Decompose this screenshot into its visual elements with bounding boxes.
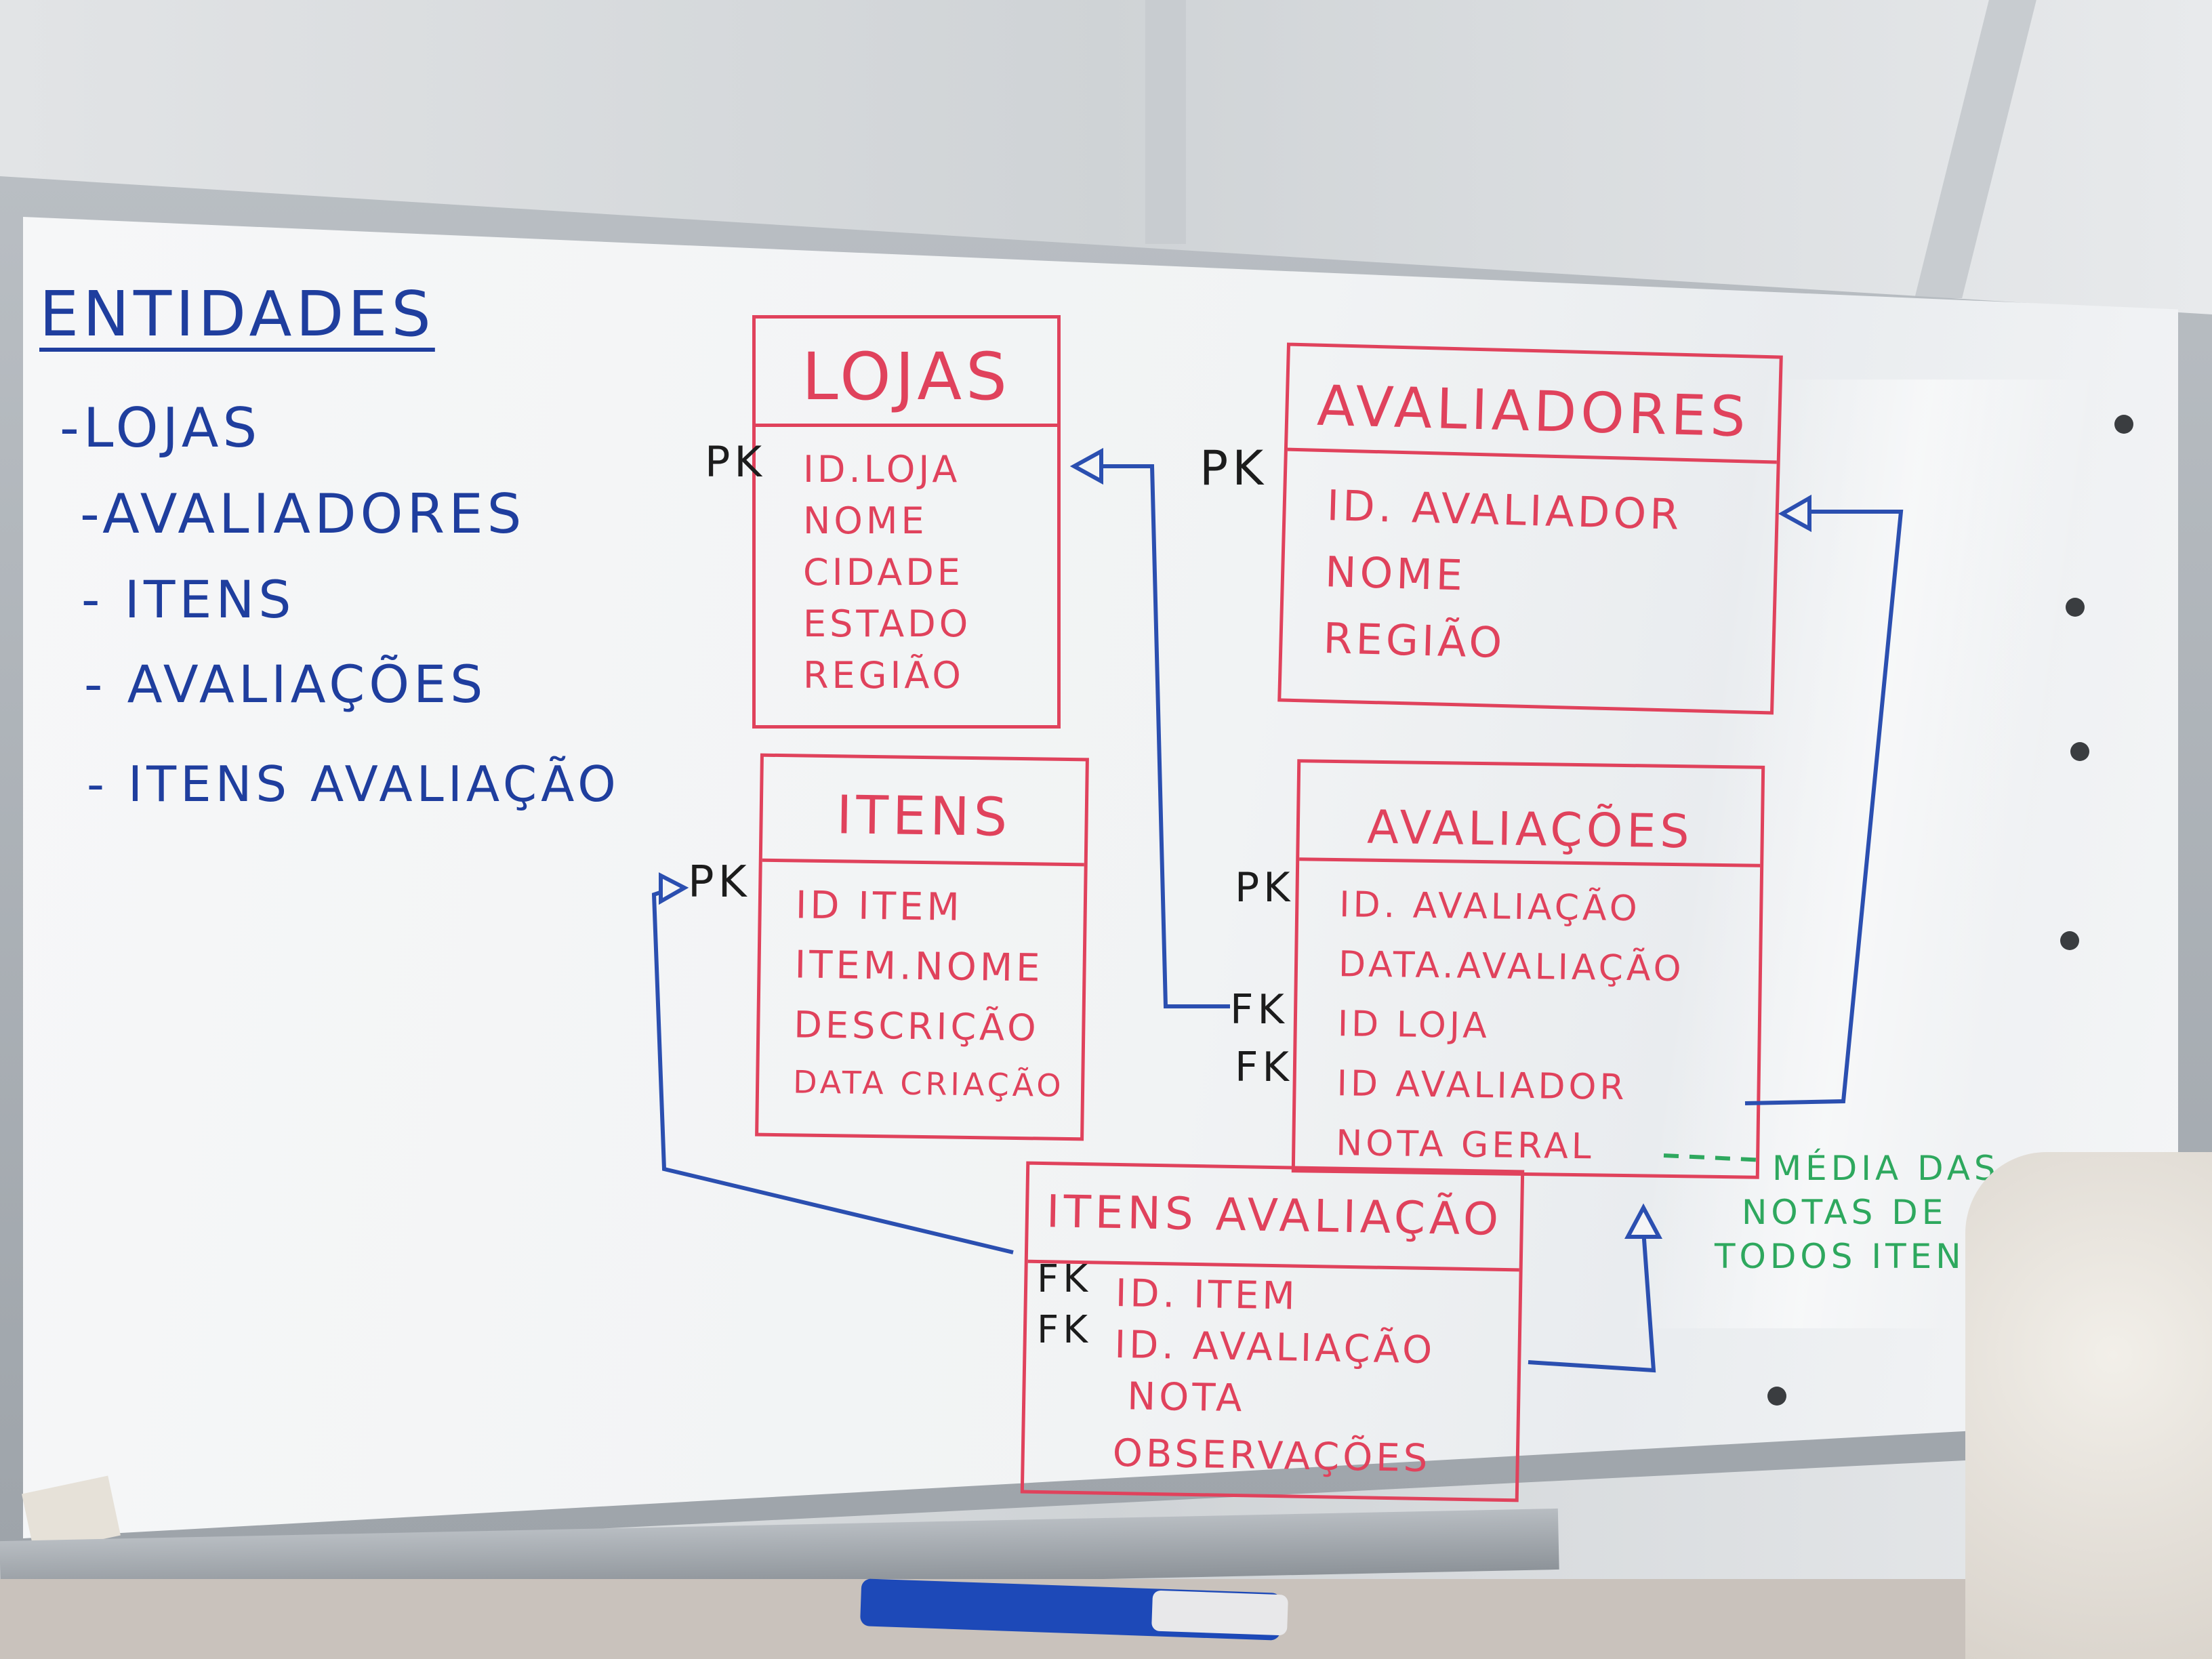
attribute-nome: NOME (1324, 547, 1467, 600)
attribute-item-nome: ITEM.NOME (794, 943, 1044, 991)
key-mark-pk: PK (1235, 864, 1294, 912)
entity-title-itens: ITENS (836, 785, 1012, 848)
attribute-id-avaliacao: ID. AVALIAÇÃO (1338, 884, 1641, 930)
pin-icon (2066, 598, 2085, 617)
attribute-descricao: DESCRIÇÃO (793, 1003, 1040, 1050)
title-divider (762, 858, 1084, 867)
attribute-list: ID. AVALIADOR NOME REGIÃO (1322, 472, 1683, 681)
attribute-nome: NOME (803, 499, 928, 542)
title-divider (756, 424, 1057, 427)
key-mark-pk: PK (705, 437, 766, 487)
pin-icon (2060, 931, 2079, 950)
attribute-data-criacao: DATA CRIAÇÃO (792, 1063, 1065, 1104)
entity-lojas: LOJAS ID.LOJA NOME CIDADE ESTADO REGIÃO (752, 315, 1061, 729)
attribute-data-avaliacao: DATA.AVALIAÇÃO (1338, 944, 1685, 990)
entity-title-itens-avaliacao: ITENS AVALIAÇÃO (1046, 1185, 1503, 1246)
marker-cap (1151, 1590, 1288, 1636)
legend-item-itens-avaliacao: - ITENS AVALIAÇÃO (87, 756, 620, 813)
legend-item-avaliacoes: - AVALIAÇÕES (84, 654, 487, 714)
key-mark-fk: FK (1037, 1308, 1092, 1352)
pin-icon (2070, 742, 2089, 761)
key-mark-fk: FK (1230, 986, 1288, 1033)
attribute-id-loja: ID LOJA (1337, 1004, 1491, 1047)
key-mark-pk: PK (1200, 441, 1268, 496)
legend-item-itens: - ITENS (81, 569, 295, 630)
title-divider (1299, 857, 1761, 867)
legend-title: ENTIDADES (39, 278, 435, 350)
entity-title-avaliadores: AVALIADORES (1316, 373, 1750, 450)
attribute-list: ID ITEM ITEM.NOME DESCRIÇÃO DATA CRIAÇÃO (793, 876, 1067, 1113)
legend-item-avaliadores: -AVALIADORES (80, 483, 526, 546)
attribute-nota: NOTA (1126, 1374, 1246, 1421)
attribute-id-avaliador: ID. AVALIADOR (1326, 480, 1683, 539)
entity-itens: ITENS ID ITEM ITEM.NOME DESCRIÇÃO DATA C… (755, 753, 1089, 1141)
pin-icon (2114, 415, 2133, 434)
window-post-left (1145, 0, 1186, 244)
attribute-cidade: CIDADE (803, 551, 964, 594)
attribute-observacoes: OBSERVAÇÕES (1112, 1431, 1431, 1481)
attribute-id-item: ID ITEM (795, 883, 964, 930)
entity-avaliacoes: AVALIAÇÕES ID. AVALIAÇÃO DATA.AVALIAÇÃO … (1291, 759, 1765, 1179)
attribute-id-avaliacao: ID. AVALIAÇÃO (1114, 1322, 1436, 1373)
legend-item-lojas: -LOJAS (60, 396, 262, 459)
note-line-2: NOTAS DE (1742, 1193, 1948, 1232)
key-mark-pk: PK (688, 857, 751, 907)
pin-icon (1767, 1387, 1786, 1406)
cloth-drape (1965, 1152, 2212, 1659)
attribute-id-loja: ID.LOJA (803, 448, 961, 491)
attribute-list: ID. AVALIAÇÃO DATA.AVALIAÇÃO ID LOJA ID … (1336, 875, 1686, 1178)
note-line-3: TODOS ITENS (1715, 1237, 1991, 1276)
attribute-estado: ESTADO (803, 602, 972, 645)
key-mark-fk: FK (1235, 1044, 1293, 1091)
entity-title-avaliacoes: AVALIAÇÕES (1366, 800, 1694, 859)
key-mark-fk: FK (1037, 1257, 1092, 1301)
entity-avaliadores: AVALIADORES ID. AVALIADOR NOME REGIÃO (1277, 342, 1783, 715)
title-divider (1027, 1259, 1519, 1272)
attribute-id-avaliador: ID AVALIADOR (1336, 1063, 1628, 1109)
attribute-regiao: REGIÃO (1322, 613, 1507, 668)
attribute-list: ID.LOJA NOME CIDADE ESTADO REGIÃO (803, 444, 971, 701)
entity-title-lojas: LOJAS (802, 339, 1011, 415)
attribute-regiao: REGIÃO (803, 654, 964, 697)
attribute-list: ID. ITEM ID. AVALIAÇÃO NOTA OBSERVAÇÕES (1112, 1268, 1437, 1490)
entity-itens-avaliacao: ITENS AVALIAÇÃO ID. ITEM ID. AVALIAÇÃO N… (1020, 1161, 1525, 1502)
attribute-id-item: ID. ITEM (1115, 1271, 1299, 1319)
note-line-1: MÉDIA DAS (1772, 1149, 2000, 1188)
title-divider (1287, 447, 1777, 464)
